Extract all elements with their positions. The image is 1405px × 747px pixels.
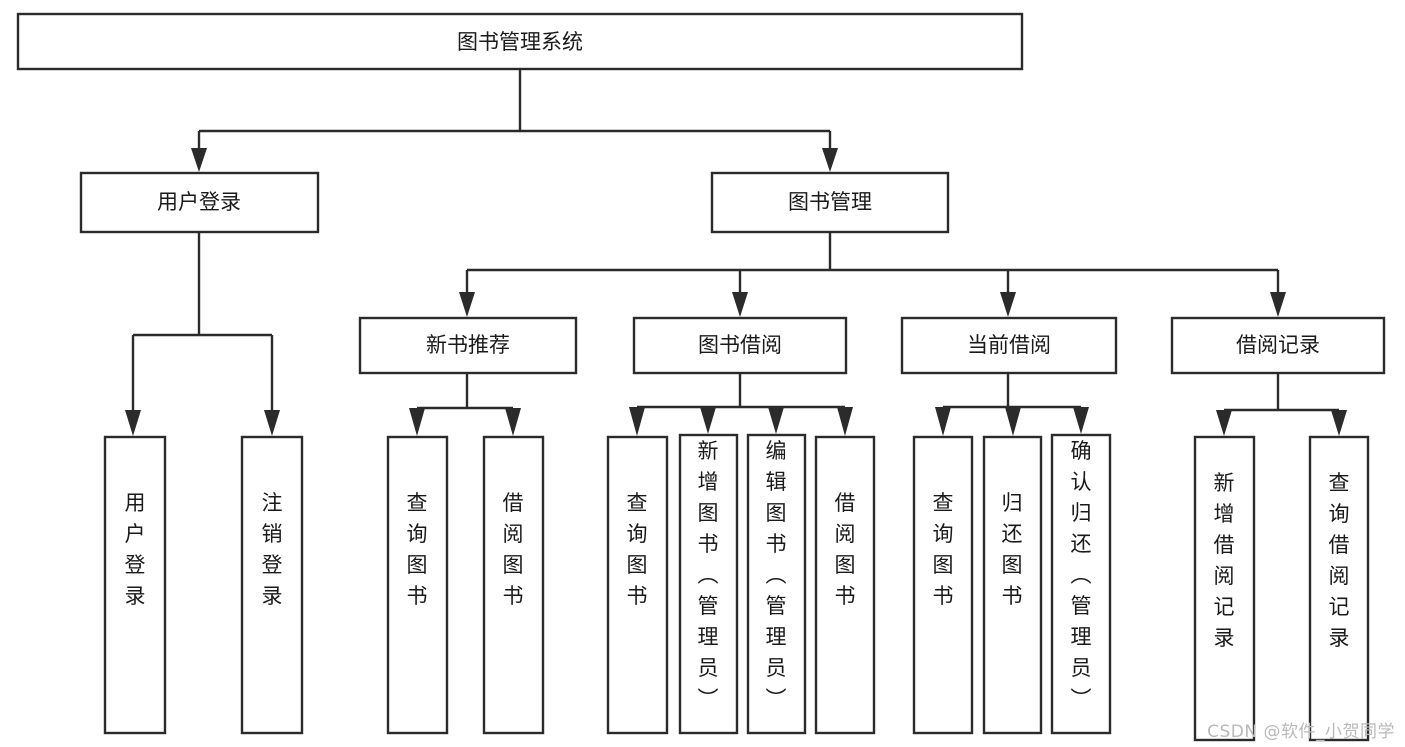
node-book-manage-box[interactable] — [710, 171, 950, 234]
node-root[interactable]: 图书管理系统 — [16, 12, 1024, 71]
node-new-book-rec-box[interactable] — [358, 316, 578, 375]
node-new-book-rec-label: 新书推荐 — [426, 333, 510, 357]
node-leaf-user-logout-box[interactable] — [240, 435, 304, 735]
node-leaf-query-record-box[interactable] — [1308, 435, 1370, 742]
node-leaf-query-book-2-box[interactable] — [606, 435, 669, 735]
node-root-label: 图书管理系统 — [457, 30, 583, 54]
node-leaf-add-book-label: 新增图书︵管理员︶ — [698, 439, 719, 711]
node-leaf-borrow-book-1-label: 借阅图书 — [503, 491, 524, 608]
node-leaf-edit-book-label: 编辑图书︵管理员︶ — [766, 439, 787, 711]
node-book-borrow-label: 图书借阅 — [698, 333, 782, 357]
node-user-login-label: 用户登录 — [157, 190, 241, 214]
arrow-head-icon — [935, 407, 951, 436]
arrow-head-icon — [459, 292, 475, 317]
node-leaf-add-book-box[interactable] — [678, 433, 739, 735]
arrow-head-icon — [125, 410, 141, 436]
node-new-book-rec[interactable]: 新书推荐 — [358, 316, 578, 375]
node-leaf-borrow-book-2-label: 借阅图书 — [835, 491, 856, 608]
arrow-head-icon — [1216, 410, 1232, 436]
arrow-head-icon — [1000, 292, 1016, 317]
node-leaf-edit-book[interactable]: 编辑图书︵管理员︶ — [746, 433, 807, 735]
node-user-login-box[interactable] — [79, 171, 320, 234]
node-leaf-return-book[interactable]: 归还图书 — [982, 435, 1043, 735]
node-borrow-record-label: 借阅记录 — [1236, 333, 1320, 357]
node-book-manage[interactable]: 图书管理 — [710, 171, 950, 234]
arrow-head-icon — [264, 410, 280, 436]
arrow-head-icon — [700, 407, 716, 434]
arrow-head-icon — [1331, 410, 1347, 436]
node-root-box[interactable] — [16, 12, 1024, 71]
connector-group-new-book-rec — [409, 373, 521, 436]
node-borrow-record-box[interactable] — [1170, 316, 1386, 375]
arrow-head-icon — [822, 148, 838, 172]
arrow-head-icon — [629, 407, 645, 436]
arrow-head-icon — [837, 407, 853, 436]
node-leaf-query-book-2[interactable]: 查询图书 — [606, 435, 669, 735]
arrow-head-icon — [505, 408, 521, 436]
node-leaf-user-logout-label: 注销登录 — [262, 491, 283, 608]
node-book-borrow-box[interactable] — [632, 316, 848, 375]
node-leaf-query-book-3-label: 查询图书 — [933, 491, 954, 608]
node-leaf-add-record-label: 新增借阅记录 — [1214, 471, 1235, 650]
connector-group-book-borrow — [629, 373, 853, 436]
node-leaf-query-record[interactable]: 查询借阅记录 — [1308, 435, 1370, 742]
arrow-head-icon — [732, 292, 748, 317]
connector-group-current-borrow — [935, 373, 1089, 436]
arrow-head-icon — [1073, 407, 1089, 434]
node-leaf-confirm-return-label: 确认归还︵管理员︶ — [1071, 439, 1092, 711]
node-leaf-confirm-return[interactable]: 确认归还︵管理员︶ — [1050, 433, 1112, 735]
connector-group-borrow-record — [1216, 373, 1347, 436]
node-leaf-query-book-1-label: 查询图书 — [407, 491, 428, 608]
node-book-borrow[interactable]: 图书借阅 — [632, 316, 848, 375]
node-leaf-add-record[interactable]: 新增借阅记录 — [1193, 435, 1256, 742]
node-leaf-query-record-label: 查询借阅记录 — [1329, 471, 1350, 650]
connector-group-user-login — [125, 232, 280, 436]
node-current-borrow[interactable]: 当前借阅 — [900, 316, 1118, 375]
arrow-head-icon — [1270, 292, 1286, 317]
node-leaf-edit-book-box[interactable] — [746, 433, 807, 735]
node-current-borrow-box[interactable] — [900, 316, 1118, 375]
node-leaf-borrow-book-1[interactable]: 借阅图书 — [482, 435, 545, 735]
node-leaf-query-book-1-box[interactable] — [386, 435, 449, 735]
node-user-login[interactable]: 用户登录 — [79, 171, 320, 234]
node-leaf-return-book-label: 归还图书 — [1002, 491, 1023, 608]
node-leaf-user-login-label: 用户登录 — [125, 491, 146, 608]
node-leaf-borrow-book-2-box[interactable] — [814, 435, 876, 735]
node-leaf-user-login-box[interactable] — [103, 435, 167, 735]
node-book-manage-label: 图书管理 — [788, 190, 872, 214]
arrow-head-icon — [191, 148, 207, 172]
node-leaf-return-book-box[interactable] — [982, 435, 1043, 735]
node-leaf-user-logout[interactable]: 注销登录 — [240, 435, 304, 735]
node-leaf-borrow-book-2[interactable]: 借阅图书 — [814, 435, 876, 735]
node-current-borrow-label: 当前借阅 — [967, 333, 1051, 357]
node-leaf-query-book-2-label: 查询图书 — [627, 491, 648, 608]
node-leaf-confirm-return-box[interactable] — [1050, 433, 1112, 735]
node-leaf-query-book-3[interactable]: 查询图书 — [912, 435, 974, 735]
node-leaf-add-book[interactable]: 新增图书︵管理员︶ — [678, 433, 739, 735]
node-leaf-user-login[interactable]: 用户登录 — [103, 435, 167, 735]
node-leaf-add-record-box[interactable] — [1193, 435, 1256, 742]
arrow-head-icon — [1005, 407, 1021, 436]
node-leaf-query-book-3-box[interactable] — [912, 435, 974, 735]
node-leaf-borrow-book-1-box[interactable] — [482, 435, 545, 735]
node-borrow-record[interactable]: 借阅记录 — [1170, 316, 1386, 375]
connector-group-root — [191, 69, 838, 172]
arrow-head-icon — [768, 407, 784, 434]
connector-group-book-manage — [459, 232, 1286, 317]
arrow-head-icon — [409, 408, 425, 436]
node-leaf-query-book-1[interactable]: 查询图书 — [386, 435, 449, 735]
